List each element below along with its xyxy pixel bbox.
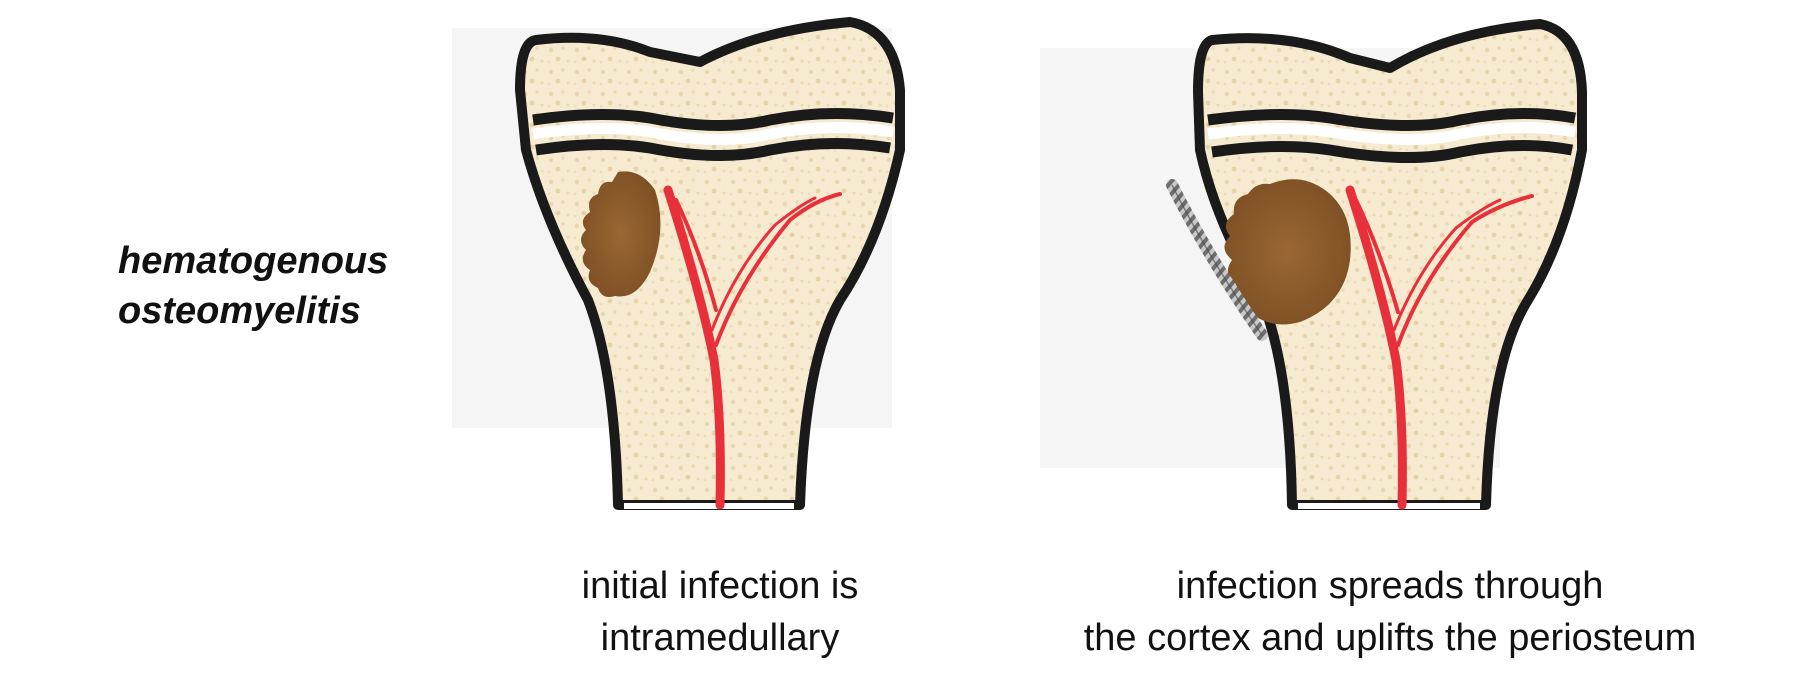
caption-intramedullary: initial infection is intramedullary <box>520 560 920 664</box>
bone-shaft <box>515 17 905 510</box>
panel-cortical-spread <box>1040 19 1587 510</box>
caption-line: the cortex and uplifts the periosteum <box>1083 617 1697 659</box>
title-line-1: hematogenous <box>118 240 389 282</box>
growth-plate-lower-line <box>1211 139 1574 163</box>
cortical-abscess <box>1224 179 1351 325</box>
panel-intramedullary <box>452 17 905 510</box>
growth-plate-upper-line <box>1207 107 1576 131</box>
nutrient-artery <box>1345 185 1534 510</box>
caption-line: initial infection is <box>581 565 859 607</box>
caption-cortical-spread: infection spreads through the cortex and… <box>1040 560 1740 664</box>
growth-plate-gap <box>532 121 894 145</box>
periosteum-outline <box>1171 184 1263 336</box>
caption-line: intramedullary <box>600 617 840 659</box>
growth-plate-upper-line <box>532 107 894 131</box>
title-line-2: osteomyelitis <box>118 290 361 332</box>
growth-plate-gap <box>1207 121 1576 145</box>
intramedullary-abscess <box>581 171 661 297</box>
diagram-title: hematogenous osteomyelitis <box>118 236 388 336</box>
caption-line: infection spreads through <box>1176 565 1604 607</box>
nutrient-artery <box>663 185 842 510</box>
growth-plate-lower-line <box>535 137 891 161</box>
